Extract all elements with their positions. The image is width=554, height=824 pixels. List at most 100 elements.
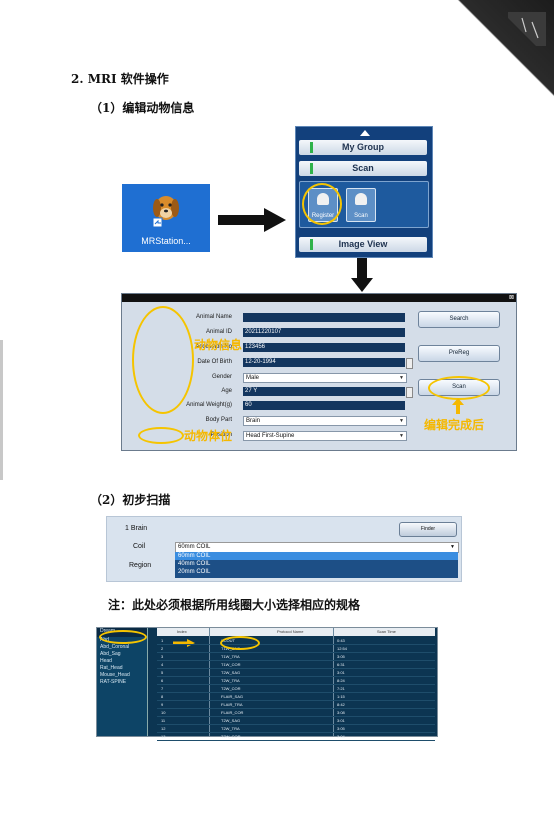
cell-name: T2W_SAG: [221, 670, 241, 675]
scroll-up-icon[interactable]: [360, 130, 370, 136]
age-input[interactable]: 27 Y: [243, 387, 405, 396]
sidebar-item[interactable]: Mouse_Head: [100, 672, 130, 678]
cell-time: 8:42: [337, 702, 345, 707]
cell-time: 12:54: [337, 646, 348, 651]
coil-option[interactable]: 20mm COIL: [178, 569, 211, 575]
cell-time: 3:05: [337, 654, 345, 659]
cell-time: 3:04: [337, 734, 345, 739]
protocol-table-header: Index Protocol Name Scan Time: [157, 628, 435, 636]
column-divider: [333, 628, 334, 736]
gender-select[interactable]: Male ▼: [243, 373, 407, 383]
field-label-age: Age: [221, 388, 232, 394]
coil-option[interactable]: 40mm COIL: [178, 561, 211, 567]
cell-name: T2W_SAG: [221, 718, 241, 723]
body-part-select[interactable]: Brain ▼: [243, 416, 407, 426]
up-arrow-icon: [452, 398, 464, 414]
window-close-icon[interactable]: ⊠: [508, 294, 514, 301]
coil-selection-panel: 1 Brain Finder Coil Region 60mm COIL ▼ 6…: [106, 516, 462, 582]
cell-time: 0:43: [337, 638, 345, 643]
scan-icon: [355, 193, 367, 205]
age-spinner[interactable]: [406, 387, 413, 398]
sidebar-highlight-oval: [99, 630, 147, 644]
coil-options-list: 60mm COIL 40mm COIL 20mm COIL: [175, 552, 458, 578]
my-group-button[interactable]: My Group: [299, 140, 427, 155]
table-row[interactable]: 8 FLAIR_SAG 1:15: [157, 693, 435, 701]
cell-time: 3:08: [337, 710, 345, 715]
green-indicator-icon: [310, 163, 313, 174]
cell-index: 4: [161, 662, 164, 667]
position-highlight-oval: [138, 427, 184, 444]
sidebar-item[interactable]: Rat_Head: [100, 665, 123, 671]
cell-index: 6: [161, 678, 164, 683]
scan-menu-button[interactable]: Scan: [299, 161, 427, 176]
field-label-position: Position: [210, 432, 232, 438]
protocol-list-panel: Dream Abd Abd_Coronal Abd_Sag Head Rat_H…: [96, 627, 438, 741]
table-row[interactable]: 11 T2W_SAG 3:01: [157, 717, 435, 725]
cell-time: 1:15: [337, 694, 345, 699]
chevron-down-icon: ▼: [450, 544, 455, 550]
coil-option[interactable]: 60mm COIL: [175, 552, 458, 560]
gender-value: Male: [246, 375, 260, 381]
field-label-animal-name: Animal Name: [195, 314, 232, 320]
position-select[interactable]: Head First-Supine ▼: [243, 431, 407, 441]
cell-time: 3:01: [337, 718, 345, 723]
animal-weight-input[interactable]: 60: [243, 401, 405, 410]
scan-menu-label: Scan: [352, 163, 374, 173]
prereg-button[interactable]: PreReg: [418, 345, 500, 362]
cell-time: 8:24: [337, 678, 345, 683]
date-of-birth-input[interactable]: 12-20-1994: [243, 358, 405, 367]
field-label-date-of-birth: Date Of Birth: [197, 359, 232, 365]
cell-time: 3:01: [337, 670, 345, 675]
dog-icon: [152, 196, 179, 228]
region-label: Region: [129, 562, 152, 569]
animal-name-input[interactable]: [243, 313, 405, 322]
image-view-button[interactable]: Image View: [299, 237, 427, 252]
finder-button[interactable]: Finder: [399, 522, 457, 537]
right-arrow-icon: [218, 208, 286, 232]
sidebar-item[interactable]: RAT-SPINE: [100, 679, 127, 685]
scan-highlight-oval: [428, 376, 490, 400]
cell-index: 11: [161, 718, 166, 723]
position-value: Head First-Supine: [246, 433, 295, 439]
animal-info-highlight-oval: [132, 306, 194, 414]
coil-label: Coil: [133, 543, 146, 550]
header-index: Index: [177, 629, 187, 634]
register-highlight-oval: [302, 183, 342, 225]
header-protocol-name: Protocol Name: [277, 629, 304, 634]
field-label-accession-no: Accession No: [195, 344, 232, 350]
cell-index: 1: [161, 638, 164, 643]
cell-name: T2W_COR: [221, 686, 241, 691]
cell-index: 7: [161, 686, 164, 691]
keyboard-keys-icon: [508, 12, 546, 46]
sidebar-item[interactable]: Abd_Coronal: [100, 644, 130, 650]
date-spinner[interactable]: [406, 358, 413, 369]
accession-no-input[interactable]: 123456: [243, 343, 405, 352]
mrstation-desktop-icon[interactable]: MRStation...: [122, 184, 210, 252]
cell-name: T2W_TRA: [221, 726, 240, 731]
protocol-sidebar: Dream Abd Abd_Coronal Abd_Sag Head Rat_H…: [97, 628, 148, 736]
animal-id-input[interactable]: 20211220107: [243, 328, 405, 337]
sidebar-item[interactable]: Abd_Sag: [100, 651, 121, 657]
desktop-icon-label: MRStation...: [141, 236, 191, 246]
search-button[interactable]: Search: [418, 311, 500, 328]
cell-name: FLAIR_SAG: [221, 694, 244, 699]
scan-small-button[interactable]: Scan: [346, 188, 376, 222]
cell-index: 10: [161, 710, 166, 715]
sidebar-item[interactable]: Head: [100, 658, 112, 664]
cell-index: 3: [161, 654, 164, 659]
field-label-body-part: Body Part: [205, 417, 232, 423]
cell-index: 8: [161, 694, 164, 699]
chevron-down-icon: ▼: [399, 433, 404, 439]
